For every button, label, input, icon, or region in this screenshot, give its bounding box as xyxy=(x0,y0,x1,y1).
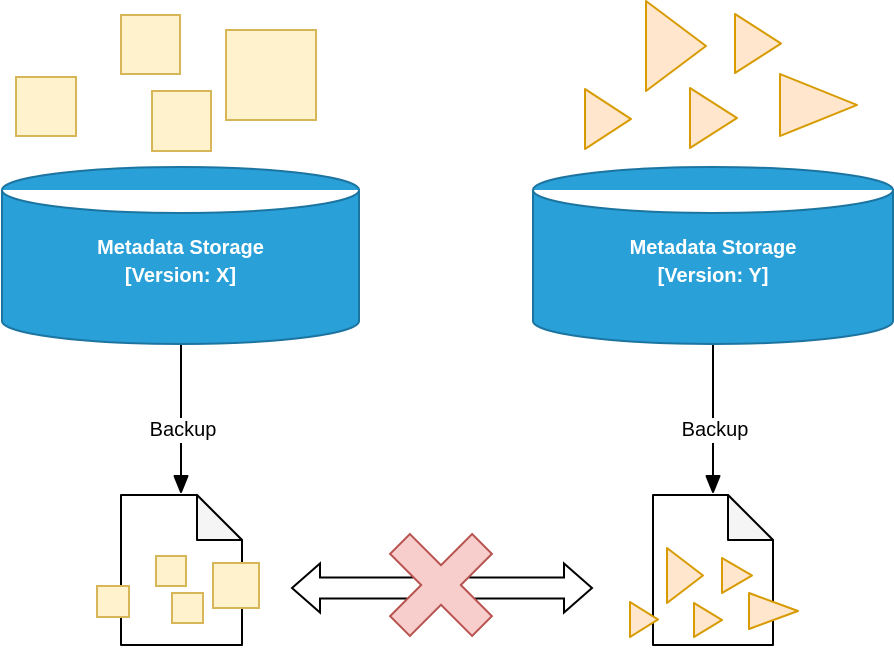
backup-square-icon xyxy=(171,592,204,624)
metadata-triangle-icon xyxy=(645,0,707,92)
backup-triangle-icon xyxy=(748,592,799,630)
backup-square-icon xyxy=(212,562,260,609)
metadata-triangle-icon xyxy=(779,73,858,137)
backup-triangle-icon xyxy=(721,557,753,594)
metadata-square-icon xyxy=(151,90,212,152)
backup-triangle-icon xyxy=(693,602,723,638)
metadata-triangle-icon xyxy=(584,88,632,150)
backup-arrow-left-head-icon xyxy=(173,475,189,493)
backup-square-icon xyxy=(155,555,187,587)
metadata-storage-y-cylinder xyxy=(532,166,894,345)
metadata-triangle-icon xyxy=(734,13,782,74)
metadata-square-icon xyxy=(225,29,317,121)
metadata-storage-x-cylinder xyxy=(1,166,360,345)
file-fold-icon xyxy=(196,494,243,541)
metadata-triangle-icon xyxy=(689,87,738,149)
backup-triangle-icon xyxy=(629,601,659,638)
metadata-square-icon xyxy=(15,76,77,137)
no-sync-x-icon xyxy=(388,532,494,638)
backup-triangle-icon xyxy=(666,547,704,604)
backup-square-icon xyxy=(96,585,130,618)
file-fold-icon xyxy=(727,494,774,541)
metadata-square-icon xyxy=(120,14,181,75)
backup-arrow-right-head-icon xyxy=(705,475,721,493)
